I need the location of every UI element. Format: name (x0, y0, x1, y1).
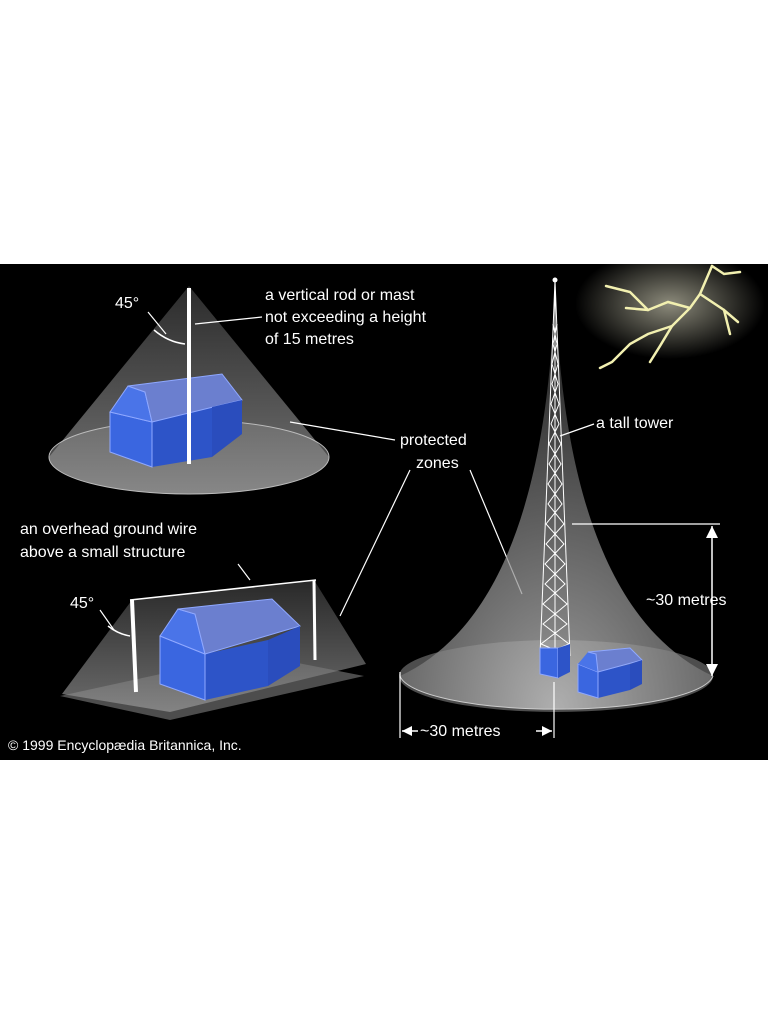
overhead-wire (129, 579, 317, 601)
wire-pole-left (130, 599, 138, 693)
tower-base-block (539, 644, 570, 679)
rod-label-line3: of 15 metres (265, 331, 354, 348)
tall-tower-label: a tall tower (596, 415, 674, 432)
wire-label-line2: above a small structure (20, 544, 186, 561)
rod-label-line1: a vertical rod or mast (265, 287, 415, 304)
tower-small-house (577, 647, 643, 699)
wire-house (159, 598, 301, 701)
wire-pole-right (312, 579, 317, 661)
protected-zones-callout: protected zones (289, 421, 523, 617)
rod-angle-label: 45° (115, 295, 139, 312)
height-dimension-label: ~30 metres (646, 592, 726, 609)
protected-label-line1: protected (400, 432, 467, 449)
tower-cone (400, 280, 713, 710)
protected-label-line2: zones (416, 455, 459, 472)
wire-angle-arc (107, 625, 131, 637)
diagram-canvas: 45° a vertical rod or mast not exceeding… (8, 264, 765, 753)
rod-protection-zone: 45° a vertical rod or mast not exceeding… (48, 286, 427, 495)
rod-label-line2: not exceeding a height (265, 309, 427, 326)
wire-label-line1: an overhead ground wire (20, 521, 197, 538)
width-dimension-label: ~30 metres (420, 723, 500, 740)
lightning-glow (575, 264, 765, 359)
rod-angle-arc (153, 329, 186, 345)
tower-lattice (539, 279, 571, 657)
wire-angle-label: 45° (70, 595, 94, 612)
rod-house (109, 373, 243, 468)
wire-protection-zone: 45° an overhead ground wire above a smal… (20, 521, 366, 720)
lightning-protection-diagram: 45° a vertical rod or mast not exceeding… (0, 264, 768, 760)
tower-protection-zone: a tall tower ~30 metres ~30 metres (399, 264, 765, 740)
lightning-bolt (598, 264, 742, 370)
copyright-text: © 1999 Encyclopædia Britannica, Inc. (8, 737, 242, 753)
